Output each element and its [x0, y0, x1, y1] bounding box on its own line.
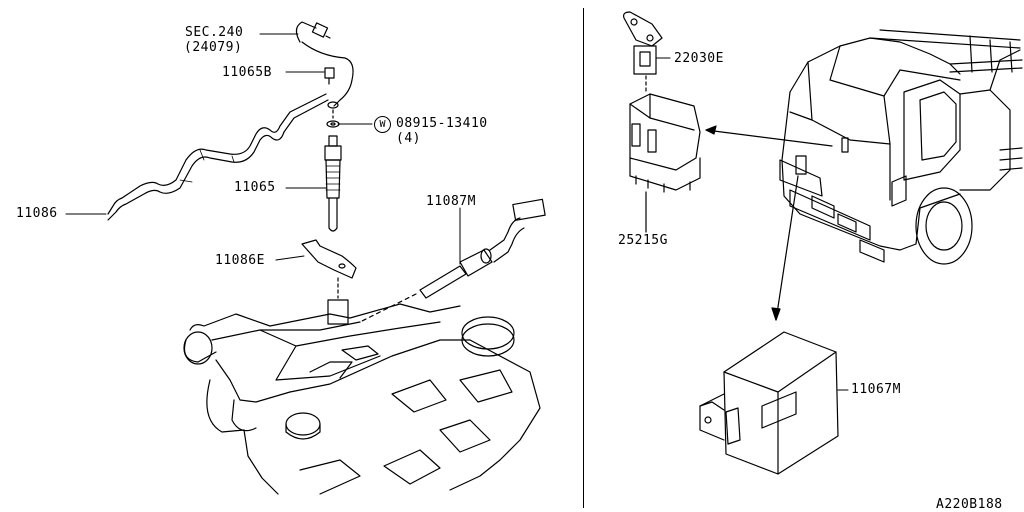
- label-11086: 11086: [16, 206, 58, 221]
- figure-code: A220B188: [936, 497, 1003, 512]
- label-08915-13410: 08915-13410: [396, 116, 488, 131]
- relay-25215g: [629, 93, 701, 233]
- bus-bar-11086: [107, 93, 329, 221]
- sensor-11087m: [359, 198, 546, 323]
- panel-divider: [583, 8, 584, 508]
- control-unit-11067m: [699, 331, 849, 475]
- truck-front-view: [779, 29, 1023, 265]
- washer-circle-mark: W: [374, 116, 391, 133]
- label-11065b: 11065B: [222, 65, 272, 80]
- label-25215g: 25215G: [618, 233, 668, 248]
- terminal-11065b: [324, 67, 335, 85]
- engine-cylinder-head: [183, 299, 541, 495]
- label-sec240: SEC.240: [185, 25, 244, 40]
- label-11067m: 11067M: [851, 382, 901, 397]
- label-sec240-ref: (24079): [184, 40, 243, 55]
- bracket-11086e: [301, 239, 357, 299]
- label-11086e: 11086E: [215, 253, 265, 268]
- callout-arrows: [705, 125, 833, 321]
- washer-08915: [326, 101, 340, 128]
- label-08915-qty: (4): [396, 131, 421, 146]
- glow-plug-11065: [324, 135, 342, 232]
- harness-connector-sec240: [295, 21, 354, 107]
- relay-bracket-22030e: [623, 11, 663, 95]
- label-11065: 11065: [234, 180, 276, 195]
- label-22030e: 22030E: [674, 51, 724, 66]
- label-11087m: 11087M: [426, 194, 476, 209]
- leader-lines-left: [65, 33, 461, 265]
